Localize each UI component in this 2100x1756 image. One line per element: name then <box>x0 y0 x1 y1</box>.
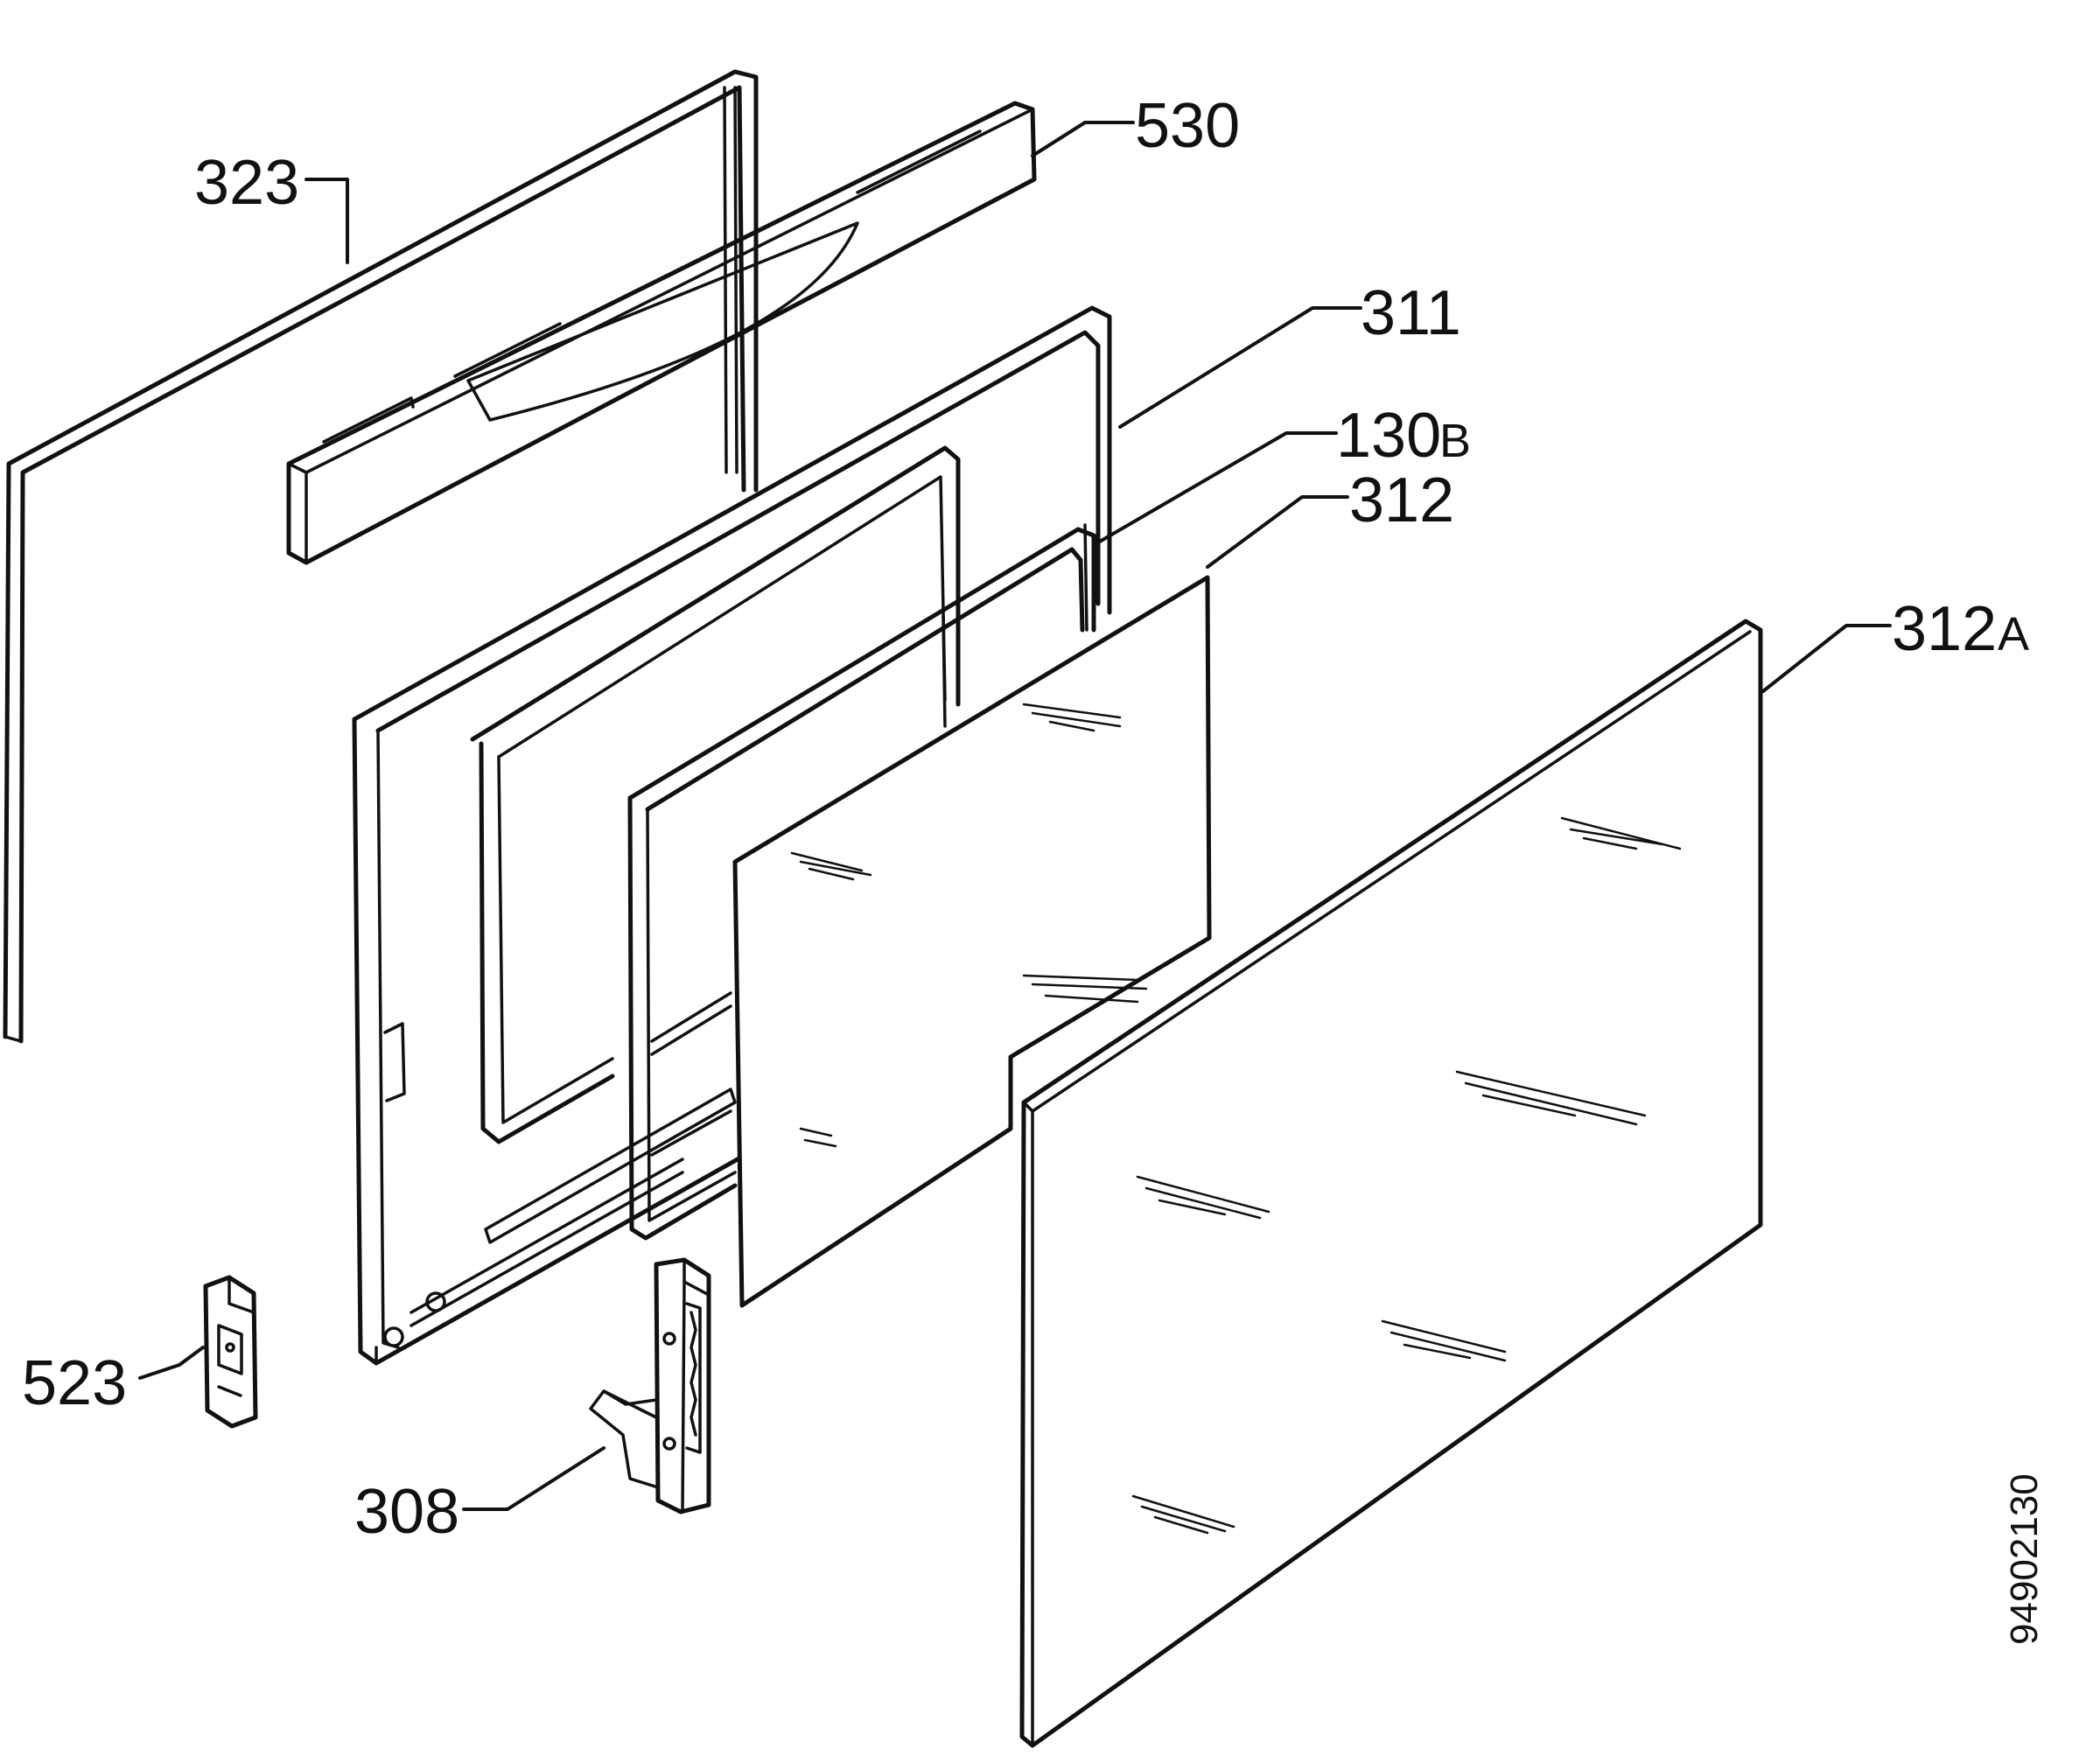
leader-312a <box>1761 624 1892 693</box>
leader-311 <box>1118 306 1362 429</box>
part-523-catch <box>203 1275 258 1429</box>
label-312a: 312 <box>1892 594 1997 664</box>
label-130b-suffix: B <box>1439 415 1471 467</box>
label-523: 523 <box>22 1348 127 1418</box>
label-312a-suffix: A <box>1998 608 2029 661</box>
part-530-handle <box>286 101 1037 565</box>
part-312-inner-glass <box>732 575 1212 1308</box>
part-308-hinge <box>589 1257 711 1515</box>
leader-530 <box>1031 121 1135 157</box>
label-308: 308 <box>354 1477 459 1547</box>
label-323: 323 <box>194 148 299 218</box>
label-130b: 130 <box>1336 401 1441 471</box>
leader-323 <box>304 178 349 264</box>
label-311: 311 <box>1361 278 1461 348</box>
part-312a-outer-glass <box>1019 619 1763 1748</box>
leader-lines <box>138 121 1892 1511</box>
part-323-door-seal <box>3 69 759 1044</box>
leader-523 <box>138 1346 205 1380</box>
leader-308 <box>462 1446 606 1511</box>
drawing-number: 94902130 <box>2003 1473 2046 1645</box>
label-530: 530 <box>1135 91 1240 161</box>
leader-130b <box>1096 431 1338 544</box>
leader-312 <box>1206 495 1349 569</box>
label-312: 312 <box>1349 465 1454 535</box>
part-130b-inner-seal <box>627 527 1096 1241</box>
